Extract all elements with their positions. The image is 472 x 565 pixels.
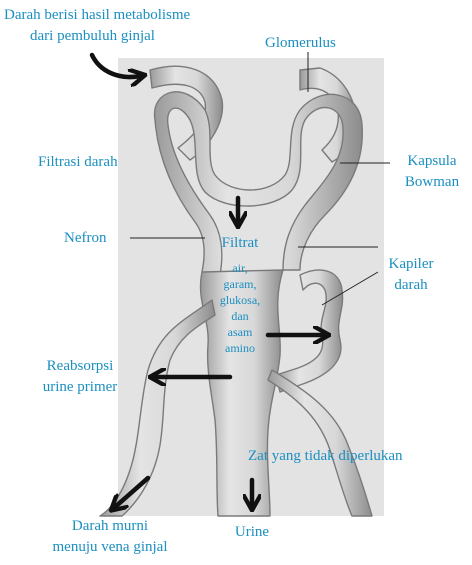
bowman-capsule-label-line2: Bowman: [404, 174, 460, 190]
bowman-capsule: [153, 91, 363, 276]
filtrate-label: Filtrat: [221, 235, 259, 251]
flow-arrows: [89, 52, 324, 507]
capillary-label-line1: Kapiler: [388, 256, 434, 272]
leader-lines: [130, 52, 390, 306]
nephron-body: [199, 269, 284, 517]
filtrate-item-water: air,: [232, 261, 248, 275]
clean-blood-label-line1: Darah murni: [71, 518, 149, 534]
filtrate-item-acid: asam: [227, 325, 253, 339]
filtrate-item-glucose: glukosa,: [219, 293, 261, 307]
capillary-label-line2: darah: [394, 277, 428, 293]
kapiler-leader-2: [321, 271, 379, 306]
outflow-blood-arrow: [115, 475, 151, 507]
blood-in-label-line1: Darah berisi hasil metabolisme: [4, 7, 191, 23]
blood-in-label-line2: dari pembuluh ginjal: [30, 28, 155, 44]
filtrate-item-amino: amino: [225, 341, 255, 355]
urine-label: Urine: [234, 524, 270, 540]
inflow-arrow: [89, 52, 140, 77]
waste-label: Zat yang tidak diperlukan: [248, 448, 403, 464]
filtrate-item-salt: garam,: [223, 277, 257, 291]
glomerulus-label: Glomerulus: [265, 35, 336, 51]
descending-vessel: [267, 369, 373, 517]
filtrate-item-and: dan: [231, 309, 249, 323]
reabsorption-label-line1: Reabsorpsi: [46, 358, 114, 374]
reabsorption-label-line2: urine primer: [42, 379, 118, 395]
nephron-tubes: [99, 65, 373, 517]
nephron-label: Nefron: [64, 230, 107, 246]
clean-blood-label-line2: menuju vena ginjal: [52, 539, 168, 555]
bowman-capsule-label-line1: Kapsula: [407, 153, 457, 169]
filtration-label: Filtrasi darah: [38, 154, 118, 170]
